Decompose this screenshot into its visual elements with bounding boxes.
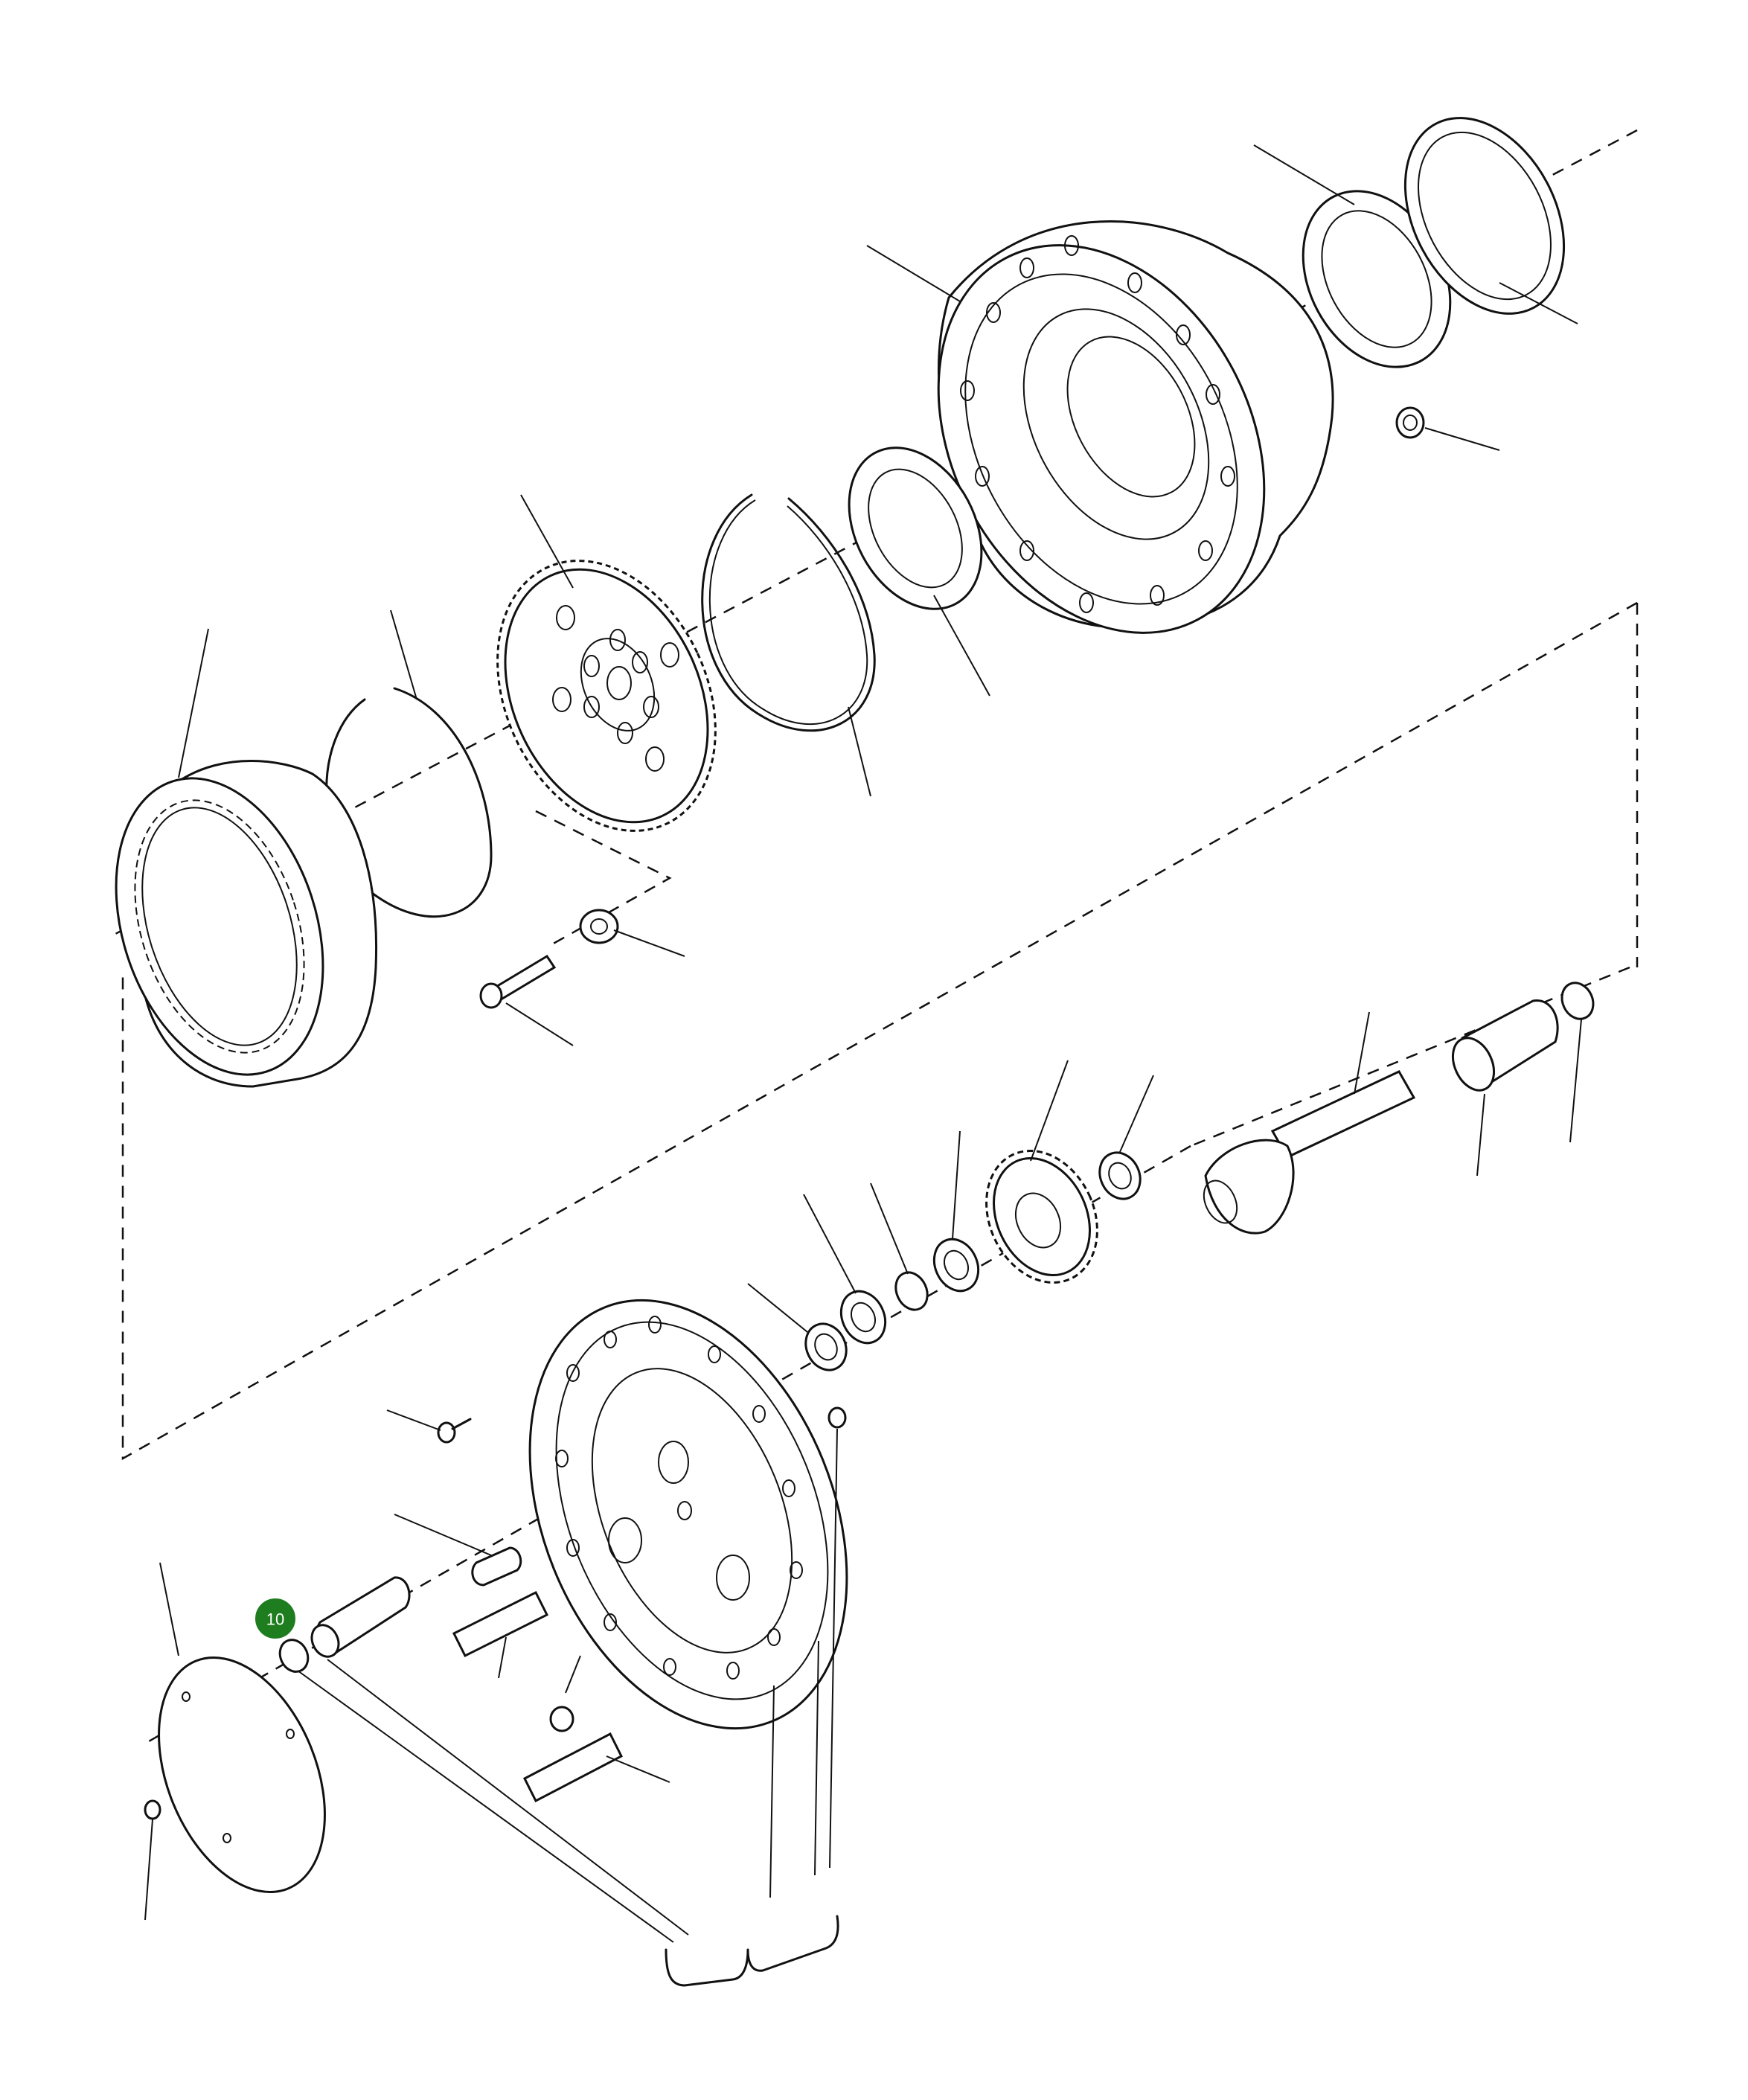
needle-bearing-right[interactable]: [926, 1232, 986, 1299]
ring-gear-hub-plate[interactable]: [455, 525, 757, 867]
hub-plug-nut[interactable]: [1395, 406, 1425, 439]
thrust-washer-left[interactable]: [798, 1317, 854, 1377]
carrier-screw-top[interactable]: [437, 1418, 472, 1444]
wheel-stud-upper[interactable]: [452, 1590, 549, 1658]
bearing-cone[interactable]: [822, 425, 1008, 632]
cover-plate[interactable]: [127, 1633, 356, 1917]
dowel-pin[interactable]: [471, 1546, 522, 1587]
needle-bearing-left[interactable]: [833, 1284, 893, 1351]
callout-10-circle[interactable]: [254, 1597, 297, 1640]
carrier-bolt[interactable]: [479, 954, 557, 1009]
carrier-bolt-holes: [555, 1316, 803, 1680]
carrier-plug[interactable]: [827, 1406, 847, 1429]
planet-pin[interactable]: [307, 1576, 411, 1661]
housing-bolt-holes: [960, 235, 1235, 613]
planet-carrier[interactable]: [470, 1253, 906, 1776]
shaft-sleeve[interactable]: [1445, 999, 1559, 1097]
wheel-nut[interactable]: [549, 1706, 574, 1732]
snap-ring-large[interactable]: [701, 493, 876, 732]
ring-gear-internal[interactable]: [80, 752, 378, 1101]
planet-gear[interactable]: [966, 1133, 1118, 1301]
thrust-washer-right[interactable]: [1092, 1146, 1147, 1206]
carrier-bushing[interactable]: [579, 909, 619, 944]
hub-bearing[interactable]: [1274, 165, 1479, 392]
snap-ring-small[interactable]: [1556, 978, 1598, 1024]
callout-10[interactable]: 10: [254, 1597, 297, 1640]
hub-seal-ring[interactable]: [1373, 91, 1595, 341]
spacer-washer[interactable]: [890, 1267, 933, 1315]
callout-10-label: 10: [266, 1610, 284, 1629]
hub-housing[interactable]: [874, 188, 1334, 689]
leader-lines: [144, 144, 1582, 1987]
cover-screw[interactable]: [144, 1799, 161, 1820]
wheel-stud-lower[interactable]: [522, 1732, 624, 1803]
pin-snap-ring[interactable]: [275, 1635, 313, 1676]
sun-gear-shaft[interactable]: [1197, 1070, 1416, 1235]
